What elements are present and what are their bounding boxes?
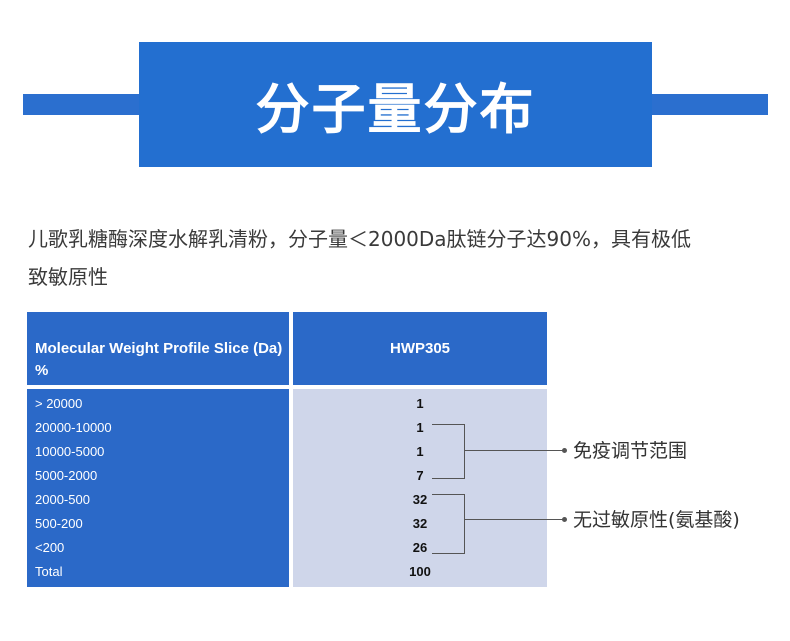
table-row: > 20000 1 xyxy=(27,393,547,417)
table-row: <200 26 xyxy=(27,537,547,561)
bracket-non-allergenic-connector xyxy=(464,519,564,520)
table-row: Total 100 xyxy=(27,561,547,585)
annotation-immune-range: 免疫调节范围 xyxy=(573,440,688,462)
row-value: 1 xyxy=(416,420,424,435)
row-range: <200 xyxy=(35,540,65,555)
row-range: 500-200 xyxy=(35,516,83,531)
description-line-1: 儿歌乳糖酶深度水解乳清粉，分子量＜2000Da肽链分子达90%，具有极低 xyxy=(28,227,692,251)
title-decor-bar-left xyxy=(23,94,140,115)
row-range: > 20000 xyxy=(35,396,83,411)
row-value: 32 xyxy=(412,492,428,507)
title-banner: 分子量分布 xyxy=(139,42,652,167)
table-body-value-column xyxy=(293,389,547,587)
table-row: 5000-2000 7 xyxy=(27,465,547,489)
table-header-slice: Molecular Weight Profile Slice (Da) % xyxy=(27,312,289,385)
row-range: 5000-2000 xyxy=(35,468,98,483)
bracket-immune-range xyxy=(432,424,465,479)
title-decor-bar-right xyxy=(651,94,768,115)
row-range: 20000-10000 xyxy=(35,420,112,435)
page-title: 分子量分布 xyxy=(255,78,536,141)
description-line-2: 致敏原性 xyxy=(28,265,108,289)
bracket-non-allergenic xyxy=(432,494,465,554)
molecular-weight-table: Molecular Weight Profile Slice (Da) % HW… xyxy=(27,312,547,587)
table-row: 20000-10000 1 xyxy=(27,417,547,441)
bracket-immune-dot xyxy=(562,448,567,453)
row-value: 7 xyxy=(416,468,424,483)
bracket-non-allergenic-dot xyxy=(562,517,567,522)
table-header-product: HWP305 xyxy=(293,312,547,385)
row-value: 100 xyxy=(409,564,431,579)
table-row: 500-200 32 xyxy=(27,513,547,537)
row-value: 1 xyxy=(416,396,424,411)
table-row: 2000-500 32 xyxy=(27,489,547,513)
bracket-immune-connector xyxy=(464,450,564,451)
row-range: Total xyxy=(35,564,63,579)
row-value: 1 xyxy=(416,444,424,459)
row-range: 10000-5000 xyxy=(35,444,105,459)
annotation-non-allergenic: 无过敏原性(氨基酸) xyxy=(573,509,740,531)
table-row: 10000-5000 1 xyxy=(27,441,547,465)
description: 儿歌乳糖酶深度水解乳清粉，分子量＜2000Da肽链分子达90%，具有极低 致敏原… xyxy=(28,220,768,296)
row-value: 26 xyxy=(412,540,428,555)
table-body-label-column xyxy=(27,389,289,587)
table-header-divider xyxy=(27,385,547,389)
row-range: 2000-500 xyxy=(35,492,90,507)
row-value: 32 xyxy=(412,516,428,531)
